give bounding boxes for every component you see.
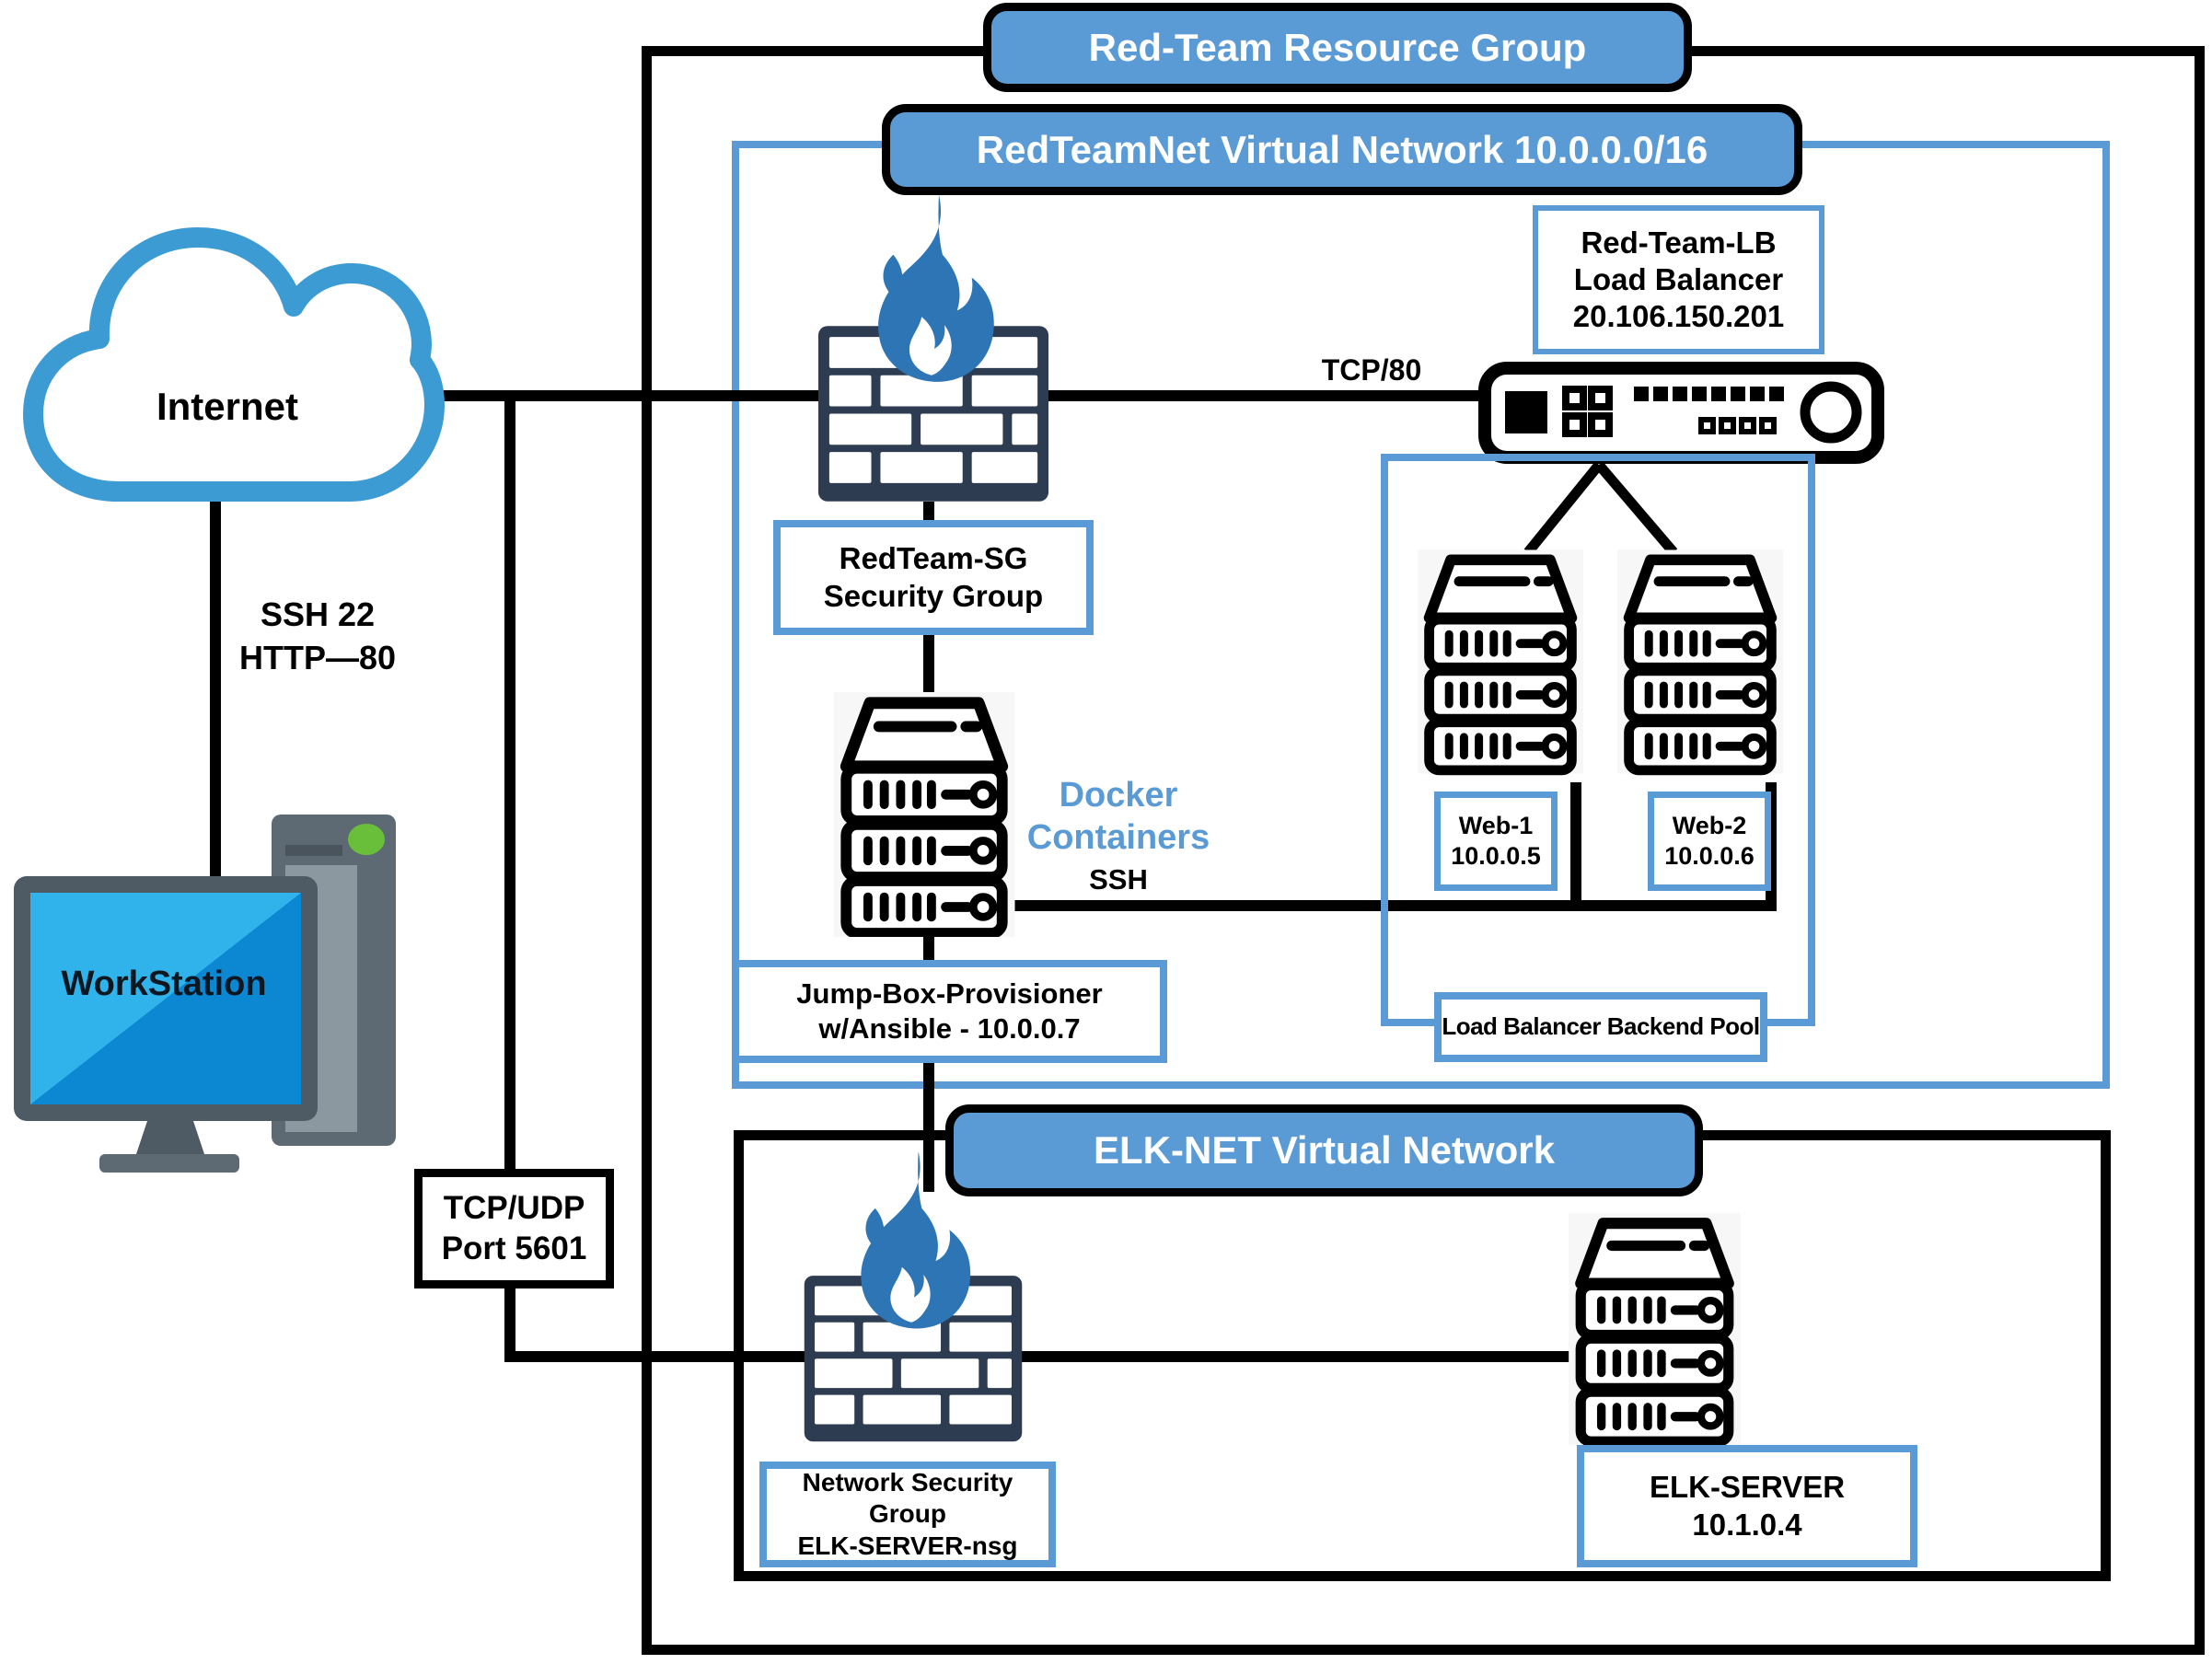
containers-label: Containers xyxy=(1026,817,1210,857)
tcp-udp-port-box: TCP/UDP Port 5601 xyxy=(414,1169,614,1288)
web2-server-icon xyxy=(1617,538,1783,785)
web1-ip: 10.0.0.5 xyxy=(1451,842,1541,870)
web1-name: Web-1 xyxy=(1458,812,1534,840)
redteam-firewall-icon xyxy=(817,194,1049,502)
port-5601-label: Port 5601 xyxy=(441,1231,587,1266)
docker-containers-label: Docker Containers xyxy=(1013,775,1224,859)
web2-ip: 10.0.0.6 xyxy=(1664,842,1755,870)
line-jumpbox-ssh-to-pool xyxy=(1008,900,1777,911)
web2-label-box: Web-2 10.0.0.6 xyxy=(1648,792,1771,891)
elknet-title: ELK-NET Virtual Network xyxy=(1094,1128,1555,1172)
ssh-http-edge-label: SSH 22 HTTP—80 xyxy=(226,594,410,680)
line-workstation-to-elknet-vertical xyxy=(504,390,515,1362)
jumpbox-label-box: Jump-Box-Provisioner w/Ansible - 10.0.0.… xyxy=(732,960,1167,1063)
line-elknet-horizontal xyxy=(504,1351,1574,1362)
security-group-type: Security Group xyxy=(823,578,1044,613)
elk-server-ip: 10.1.0.4 xyxy=(1692,1507,1802,1542)
elk-server-label-box: ELK-SERVER 10.1.0.4 xyxy=(1577,1445,1917,1567)
line-internet-to-workstation xyxy=(210,492,221,884)
web1-server-icon xyxy=(1418,538,1583,785)
ssh-port-label: SSH 22 xyxy=(260,595,376,633)
resource-group-title: Red-Team Resource Group xyxy=(1088,25,1587,69)
load-balancer-icon xyxy=(1478,362,1884,464)
lb-type: Load Balancer xyxy=(1573,261,1784,296)
web1-label-box: Web-1 10.0.0.5 xyxy=(1434,792,1558,891)
ssh-edge-label: SSH xyxy=(1089,863,1148,896)
workstation-label: WorkStation xyxy=(61,965,267,1003)
vnet-title: RedTeamNet Virtual Network 10.0.0.0/16 xyxy=(976,127,1708,171)
elk-server-name: ELK-SERVER xyxy=(1649,1470,1846,1505)
backend-pool-label-box: Load Balancer Backend Pool xyxy=(1434,992,1767,1062)
elk-nsg-name: Network Security Group xyxy=(802,1468,1013,1529)
elknet-header: ELK-NET Virtual Network xyxy=(945,1104,1703,1196)
resource-group-header: Red-Team Resource Group xyxy=(983,3,1692,92)
line-web1-drop xyxy=(1570,782,1581,911)
security-group-label-box: RedTeam-SG Security Group xyxy=(773,520,1094,635)
workstation-icon xyxy=(14,815,396,1173)
lb-diagonal-connector-lines xyxy=(1523,461,1678,556)
elk-nsg-label-box: Network Security Group ELK-SERVER-nsg xyxy=(759,1462,1056,1567)
web2-name: Web-2 xyxy=(1672,812,1747,840)
elk-nsg-id: ELK-SERVER-nsg xyxy=(797,1531,1018,1560)
security-group-name: RedTeam-SG xyxy=(839,541,1028,576)
vnet-header: RedTeamNet Virtual Network 10.0.0.0/16 xyxy=(882,104,1802,195)
lb-ip: 20.106.150.201 xyxy=(1572,299,1785,334)
load-balancer-label-box: Red-Team-LB Load Balancer 20.106.150.201 xyxy=(1533,205,1824,354)
internet-label: Internet xyxy=(156,385,298,428)
jumpbox-server-icon xyxy=(833,692,1015,937)
elk-server-icon xyxy=(1565,1213,1744,1445)
tcp80-edge-label: TCP/80 xyxy=(1321,353,1422,387)
tcp-udp-label: TCP/UDP xyxy=(443,1190,585,1227)
lb-name: Red-Team-LB xyxy=(1581,225,1777,260)
http-port-label: HTTP—80 xyxy=(238,638,397,676)
elk-firewall-icon xyxy=(804,1150,1023,1442)
docker-label: Docker xyxy=(1059,776,1178,815)
backend-pool-label: Load Balancer Backend Pool xyxy=(1442,1012,1760,1041)
jumpbox-name: Jump-Box-Provisioner xyxy=(796,977,1103,1011)
jumpbox-ip: w/Ansible - 10.0.0.7 xyxy=(818,1012,1081,1045)
internet-cloud-icon xyxy=(23,227,445,502)
